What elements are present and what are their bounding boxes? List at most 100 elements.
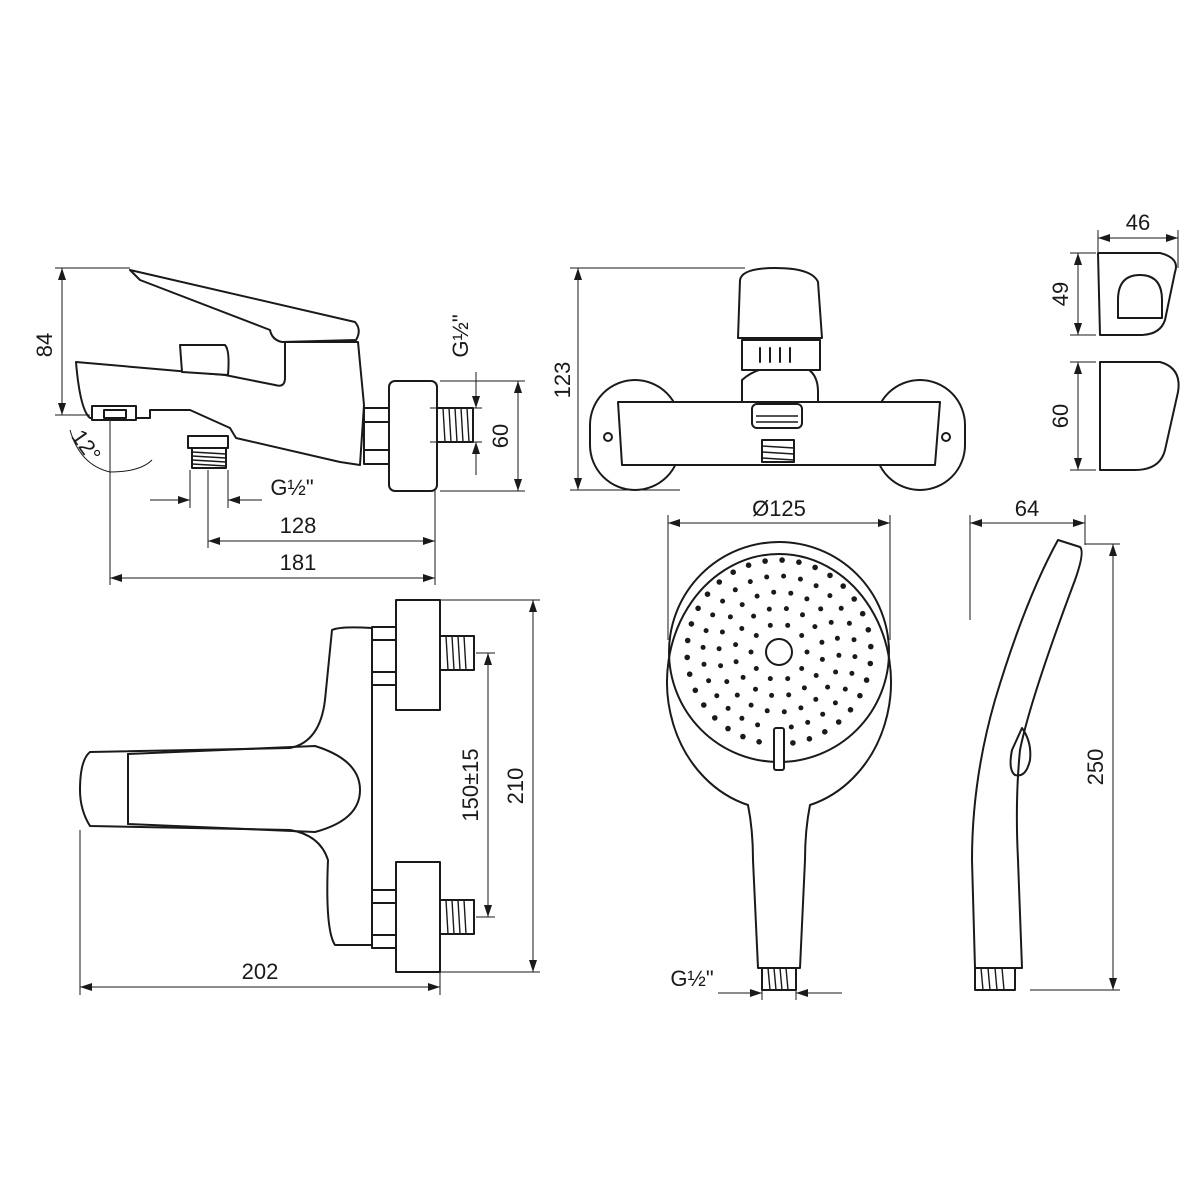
front-neck xyxy=(741,365,819,403)
front-lever-handle xyxy=(737,267,823,339)
top-upper-thread xyxy=(439,635,475,671)
spray-nozzle xyxy=(818,606,824,612)
hand-shower-face-view: Ø125 G½" xyxy=(666,496,892,1000)
spray-nozzle xyxy=(820,711,826,717)
spray-nozzle xyxy=(857,692,863,699)
spray-nozzle xyxy=(716,579,723,585)
handshower-mode-slider xyxy=(773,727,785,771)
spray-nozzle xyxy=(740,733,746,740)
dim-angle-12: 12° xyxy=(66,425,106,467)
spray-nozzle xyxy=(828,619,834,625)
hand-shower-side-view: 64 250 xyxy=(969,496,1120,991)
dim-overall-210: 210 xyxy=(503,768,528,805)
spray-nozzle xyxy=(724,679,730,685)
spray-nozzle xyxy=(812,564,818,571)
spray-nozzle xyxy=(832,700,838,706)
spray-nozzle xyxy=(710,612,716,618)
spray-nozzle xyxy=(797,576,803,582)
spray-nozzle xyxy=(781,709,787,715)
spray-nozzle xyxy=(800,612,805,618)
spray-nozzle xyxy=(716,646,722,652)
spray-nozzle xyxy=(692,687,699,694)
spray-nozzle xyxy=(688,621,695,627)
side-small-knob xyxy=(179,344,230,376)
spray-nozzle xyxy=(733,642,739,648)
spray-nozzle xyxy=(762,558,768,564)
dim-depth-128: 128 xyxy=(280,513,317,538)
spray-nozzle xyxy=(747,579,753,585)
spray-nozzle xyxy=(733,659,739,665)
spray-nozzle xyxy=(840,583,846,589)
spray-nozzle xyxy=(783,606,789,612)
dim-depth-181: 181 xyxy=(280,550,317,575)
spray-nozzle xyxy=(704,591,711,597)
spray-nozzle xyxy=(835,719,842,725)
spray-nozzle xyxy=(739,715,745,721)
spray-nozzle xyxy=(819,639,825,645)
spray-nozzle xyxy=(753,666,759,671)
spray-nozzle xyxy=(812,624,818,630)
spray-nozzle xyxy=(836,652,842,658)
spray-nozzle xyxy=(813,673,819,678)
spray-nozzle xyxy=(801,685,807,691)
spray-nozzle xyxy=(730,569,736,575)
spray-nozzle xyxy=(700,644,706,650)
dim-handshower-thread: G½" xyxy=(670,966,713,991)
dim-height-84: 84 xyxy=(32,333,57,357)
top-upper-hex-nut xyxy=(371,626,397,686)
spray-nozzle xyxy=(813,696,819,702)
top-mixer-body xyxy=(79,626,373,946)
spray-nozzle xyxy=(769,692,775,698)
spray-nozzle xyxy=(753,686,758,692)
spray-nozzle xyxy=(734,692,740,698)
shower-holder-views: 46 49 60 xyxy=(1048,210,1180,471)
spray-nozzle xyxy=(806,736,813,742)
spray-nozzle xyxy=(846,620,852,626)
dim-holder-height-49: 49 xyxy=(1048,282,1073,306)
spray-nozzle xyxy=(755,722,761,728)
spray-nozzle xyxy=(804,596,810,602)
spray-nozzle xyxy=(706,678,712,684)
spray-nozzle xyxy=(868,643,874,650)
spray-nozzle xyxy=(771,589,777,595)
spray-nozzle xyxy=(827,593,833,599)
handshower-center-button xyxy=(765,638,793,666)
spray-nozzle xyxy=(740,674,746,680)
bath-mixer-top-view: 150±15 210 202 xyxy=(79,599,540,995)
handshower-side-outline xyxy=(971,539,1083,969)
dim-handshower-width-64: 64 xyxy=(1015,496,1039,521)
front-outlet-thread xyxy=(761,439,795,463)
spray-nozzle xyxy=(703,628,709,634)
spray-nozzle xyxy=(725,725,731,732)
spray-nozzle xyxy=(766,606,772,612)
spray-nozzle xyxy=(822,729,828,735)
bath-mixer-front-view: 123 xyxy=(550,267,966,491)
spray-nozzle xyxy=(838,605,844,611)
spray-nozzle xyxy=(701,661,707,667)
spray-nozzle xyxy=(712,715,718,721)
spray-nozzle xyxy=(799,633,805,638)
spray-nozzle xyxy=(798,705,804,711)
spray-nozzle xyxy=(785,622,791,628)
spray-nozzle xyxy=(796,559,802,565)
spray-nozzle xyxy=(754,593,760,599)
spray-nozzle xyxy=(756,739,762,745)
spray-nozzle xyxy=(865,627,872,633)
dim-holder-height-60: 60 xyxy=(1048,404,1073,428)
top-lower-hex-nut xyxy=(371,889,397,949)
spray-nozzle xyxy=(813,583,819,589)
spray-nozzle xyxy=(786,692,792,698)
spray-nozzle xyxy=(745,562,752,568)
spray-nozzle xyxy=(720,598,726,604)
spray-nozzle xyxy=(739,626,745,631)
spray-nozzle xyxy=(799,666,805,671)
dim-length-202: 202 xyxy=(242,959,279,984)
spray-nozzle xyxy=(851,596,857,602)
top-upper-connector xyxy=(395,599,441,711)
spray-nozzle xyxy=(739,602,745,608)
side-mixer-body xyxy=(75,341,365,466)
spray-nozzle xyxy=(751,613,757,619)
spray-nozzle xyxy=(805,719,811,725)
dim-holder-width-46: 46 xyxy=(1126,210,1150,235)
spray-nozzle xyxy=(695,605,701,612)
